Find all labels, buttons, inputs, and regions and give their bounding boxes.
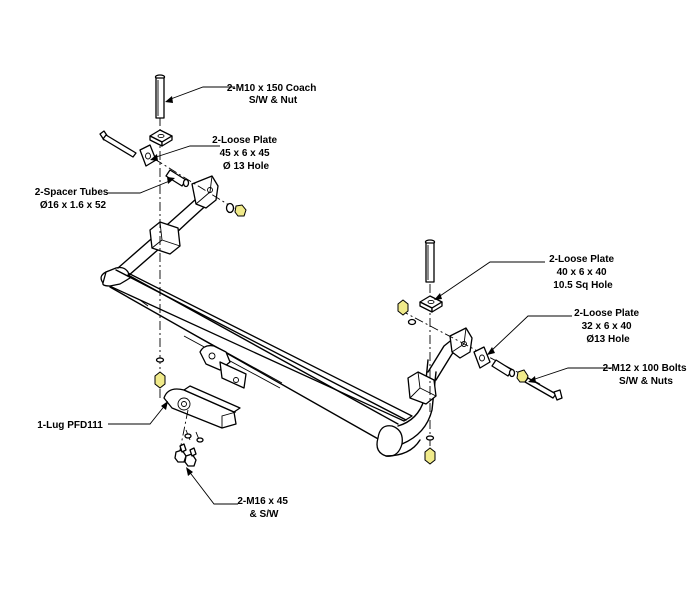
leaders — [108, 86, 612, 505]
lug-pfd111 — [163, 385, 241, 429]
nut-left-side — [225, 202, 247, 217]
nut-left-bottom — [154, 357, 166, 389]
left-side-arm — [117, 175, 219, 277]
m12-bolt-left — [99, 130, 137, 158]
coach-bolt-left — [154, 74, 166, 119]
centerline-right-h — [399, 309, 541, 385]
label-loose-plate-right-b: 2-Loose Plate 32 x 6 x 40 Ø13 Hole — [574, 308, 642, 345]
label-m16-bolts: 2-M16 x 45 & S/W — [237, 496, 290, 520]
label-m12-bolts: 2-M12 x 100 Bolts S/W & Nuts — [603, 363, 690, 387]
right-side-arm — [407, 327, 473, 405]
m12-bolt-right — [516, 369, 563, 401]
m16-bolts — [174, 429, 204, 467]
loose-plate-right — [473, 346, 491, 369]
label-spacer-tubes: 2-Spacer Tubes Ø16 x 1.6 x 52 — [35, 187, 112, 211]
label-loose-plate-right-a: 2-Loose Plate 40 x 6 x 40 10.5 Sq Hole — [549, 254, 617, 291]
label-coach-bolt: 2-M10 x 150 Coach S/W & Nut — [227, 83, 319, 106]
coach-bolt-right — [424, 239, 436, 283]
nut-right-bottom — [424, 435, 436, 465]
spacer-tube-left — [165, 169, 190, 188]
loose-plate-square-right — [419, 295, 443, 313]
label-lug: 1-Lug PFD111 — [37, 420, 103, 431]
cross-bar — [100, 266, 437, 457]
loose-plate-left — [139, 144, 157, 167]
label-loose-plate-top: 2-Loose Plate 45 x 6 x 45 Ø 13 Hole — [212, 135, 280, 172]
loose-plate-square-left — [149, 129, 173, 147]
spacer-tube-right — [491, 359, 516, 378]
nut-right-top — [397, 299, 417, 326]
hitch-mount — [199, 344, 247, 389]
